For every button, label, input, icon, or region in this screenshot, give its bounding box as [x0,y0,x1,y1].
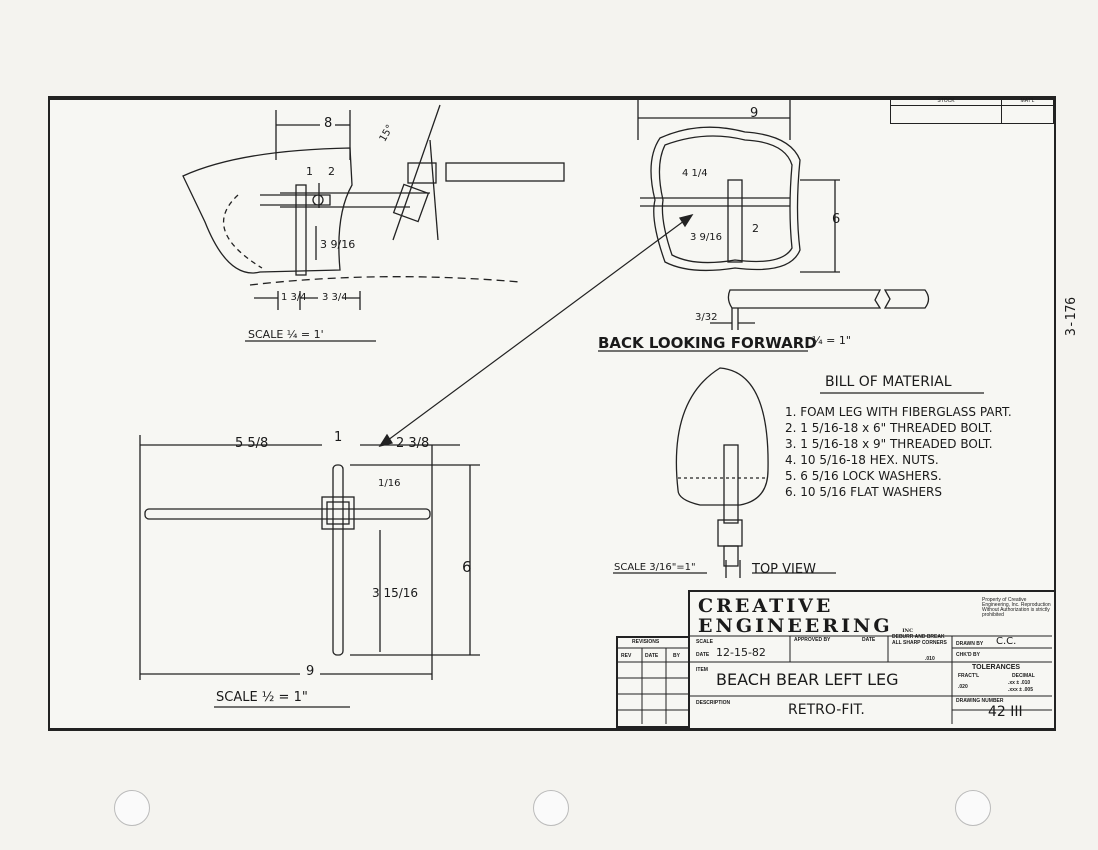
approved-by-label: APPROVED BY [794,637,831,643]
dim-detail-c: 2 3/8 [396,436,430,451]
back-view [598,100,930,352]
deburr-note: DEBURR AND BREAK ALL SHARP CORNERS [892,634,947,646]
material-header: MAT'L [1002,97,1053,106]
tolerances-label: TOLERANCES [972,664,1021,671]
dim-side-e: 1 3/4 [281,292,307,303]
top-view-scale: SCALE 3/16"=1" [614,562,696,573]
fractional-label: FRACT'L [958,673,980,679]
side-view [182,104,565,342]
fractional-value: .020 [958,684,968,690]
bom-heading: BILL OF MATERIAL [825,374,952,390]
bom-item: 2. 1 5/16-18 x 6" THREADED BOLT. [785,421,993,435]
title-block-lines [616,635,1052,724]
date-field-label: DATE [696,652,710,658]
deburr-value: .010 [925,656,935,662]
revisions-label: REVISIONS [632,639,660,645]
drawn-by-label: DRAWN BY [956,641,984,647]
drawing-number: 42 III [988,704,1023,720]
dim-detail-g: 9 [306,664,315,679]
company-logo: CREATIVE ENGINEERING INC [698,596,913,641]
binder-hole [114,790,150,826]
top-view [613,367,836,578]
stock-header: STOCK [891,97,1001,106]
logo-line-2: ENGINEERING INC [698,615,914,637]
dim-side-a: 8 [324,116,333,131]
decimal-value-1: .xx ± .010 [1008,680,1031,686]
back-view-scale: ¼ = 1" [812,334,851,347]
decimal-value-2: .xxx ± .005 [1008,687,1033,693]
item-value: BEACH BEAR LEFT LEG [716,670,899,689]
description-value: RETRO-FIT. [788,702,865,718]
dim-back-c: 2 [752,222,759,235]
dim-detail-b: 1 [334,430,343,445]
stock-table: STOCK MAT'L [890,96,1054,124]
dim-back-b: 3 9/16 [690,232,722,243]
bom-item: 1. FOAM LEG WITH FIBERGLASS PART. [785,405,1012,419]
checked-by-label: CHK'D BY [956,652,980,658]
approved-date-label: DATE [862,637,876,643]
dim-side-b: 1 [306,165,313,178]
dim-detail-d: 1/16 [378,478,401,489]
description-label: DESCRIPTION [696,700,731,706]
bom-item: 6. 10 5/16 FLAT WASHERS [785,485,942,499]
dim-back-w: 9 [750,106,759,121]
top-view-title: TOP VIEW [752,562,816,577]
rev-col: REV [621,653,632,659]
bom-item: 5. 6 5/16 LOCK WASHERS. [785,469,942,483]
dim-back-a: 4 1/4 [682,168,708,179]
bom-item: 3. 1 5/16-18 x 9" THREADED BOLT. [785,437,993,451]
revisions-table [616,636,690,728]
binder-hole [533,790,569,826]
date-value: 12-15-82 [716,646,766,659]
dim-detail-e: 6 [462,558,472,576]
dim-detail-a: 5 5/8 [235,436,269,451]
bom-list: 1. FOAM LEG WITH FIBERGLASS PART. 2. 1 5… [785,404,1012,500]
side-scale-label: SCALE ¼ = 1' [248,328,324,341]
dim-back-g: 3/32 [695,312,718,323]
by-col: BY [673,653,680,659]
drawing-number-label: DRAWING NUMBER [956,698,1004,704]
drawn-by-value: C.C. [996,636,1017,647]
bom-item: 4. 10 5/16-18 HEX. NUTS. [785,453,939,467]
dim-side-d: 3 9/16 [320,238,356,251]
decimal-label: DECIMAL [1012,673,1035,679]
scale-field-label: SCALE [696,639,713,645]
drawing-sheet [48,96,1056,731]
detail-scale-label: SCALE ½ = 1" [216,690,308,705]
dim-detail-f: 3 15/16 [372,586,419,600]
logo-line-1: CREATIVE [698,595,834,617]
title-block: CREATIVE ENGINEERING INC Property of Cre… [688,590,1054,726]
dim-side-f: 3 3/4 [322,292,348,303]
item-label: ITEM [696,667,708,673]
dim-back-h: 6 [832,212,841,227]
date-col: DATE [645,653,659,659]
detail-view [139,435,480,708]
binder-hole [955,790,991,826]
back-view-title: BACK LOOKING FORWARD [598,334,817,352]
dim-side-c: 2 [328,165,335,178]
property-notice: Property of Creative Engineering, Inc. R… [982,597,1051,618]
